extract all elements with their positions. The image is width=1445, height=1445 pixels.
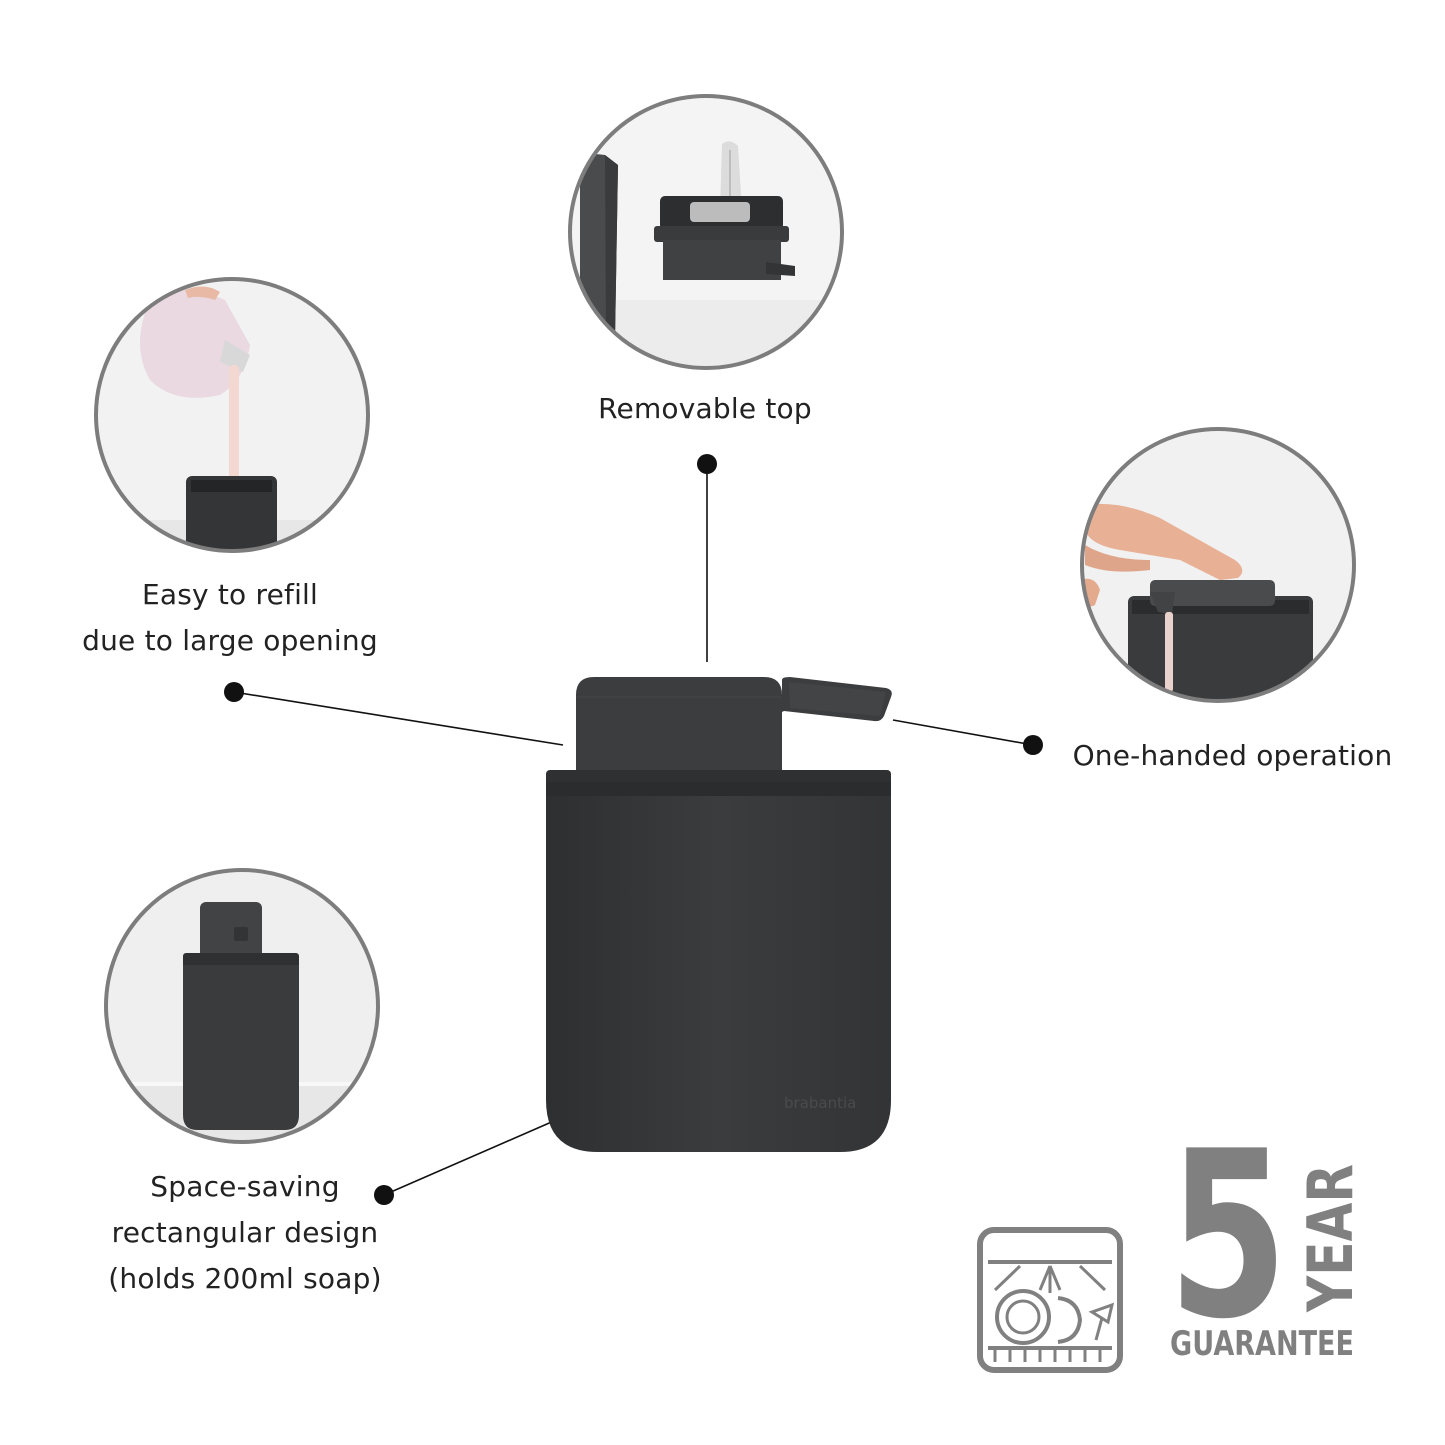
brand-mark: brabantia (784, 1094, 856, 1112)
feature-label-refill-line1: Easy to refill (141, 578, 319, 611)
guarantee-year: YEAR (1294, 1164, 1367, 1313)
callout-line-space (383, 1116, 564, 1196)
feature-label-space-saving: Space-saving rectangular design (holds 2… (80, 1164, 410, 1302)
feature-label-removable-top-text: Removable top (598, 392, 812, 425)
dishwasher-safe-icon (977, 1227, 1123, 1373)
feature-label-space-line1: Space-saving (150, 1170, 340, 1203)
guarantee-badge: 5 YEAR GUARANTEE (1168, 1103, 1367, 1370)
feature-label-refill: Easy to refill due to large opening (60, 572, 400, 664)
callout-dot-refill (224, 682, 244, 702)
callout-dot-onehand (1023, 735, 1043, 755)
feature-label-one-handed: One-handed operation (1060, 733, 1405, 779)
soap-dispenser-product: brabantia (546, 677, 892, 1152)
feature-label-space-line3: (holds 200ml soap) (108, 1262, 382, 1295)
feature-photo-refill (94, 277, 370, 553)
callout-dots (224, 454, 1043, 1205)
callout-dot-top (697, 454, 717, 474)
guarantee-number: 5 (1168, 1103, 1288, 1370)
feature-photo-one-handed (1080, 427, 1356, 703)
guarantee-word: GUARANTEE (1170, 1324, 1354, 1364)
dispenser-body (546, 782, 891, 1152)
feature-photo-removable-top (568, 94, 844, 370)
feature-label-space-line2: rectangular design (111, 1216, 379, 1249)
feature-label-one-handed-text: One-handed operation (1072, 739, 1393, 772)
callout-line-refill (233, 691, 564, 746)
feature-photo-space-saving (104, 868, 380, 1144)
callout-dot-space (374, 1185, 394, 1205)
callout-line-onehand (892, 719, 1034, 746)
callout-lines (233, 464, 1034, 1196)
feature-label-refill-line2: due to large opening (82, 624, 378, 657)
feature-label-removable-top: Removable top (555, 386, 855, 432)
